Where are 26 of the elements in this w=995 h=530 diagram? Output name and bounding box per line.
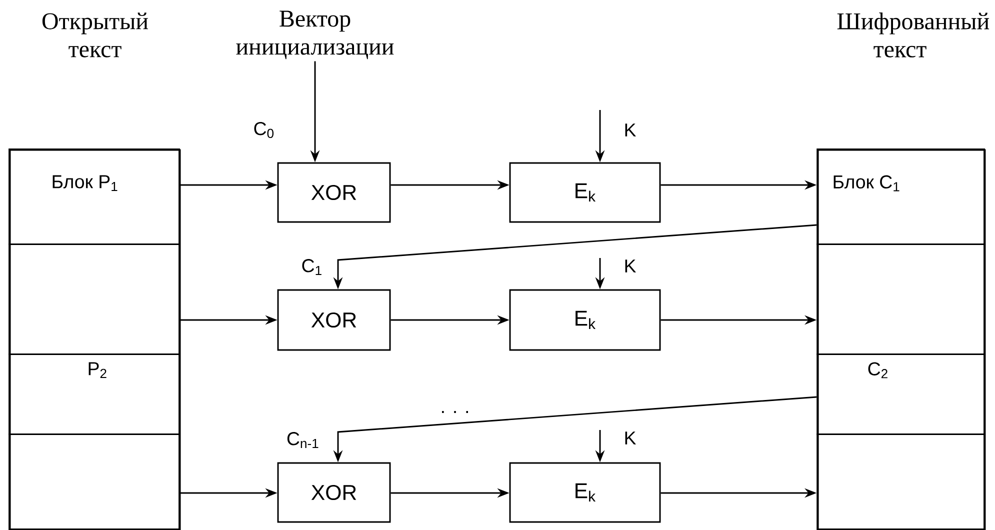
table-cell: Блок P$_{1}$ [8,148,180,245]
table-cell: P$_{2}$ [8,354,180,435]
edge-label: K [625,260,636,272]
column-box [9,149,181,530]
edge-label: K [625,432,636,444]
process-box: E$_{k}$ [509,462,661,523]
heading-text: Открытый текст [42,12,148,58]
heading-text: Вектор инициализации [236,10,394,60]
process-box: XOR [277,289,391,351]
table-cell: Блок C$_{1}$ [816,148,985,245]
process-box: E$_{k}$ [509,162,661,223]
empty-cell [8,434,180,530]
edge-label: K [625,124,636,136]
process-box: XOR [277,162,391,223]
edge-label: C$_{0}$ [254,122,274,138]
empty-cell [816,434,985,530]
ellipsis: . . . [442,411,468,413]
column-box [817,149,986,530]
heading-text: Шифрованный текст [837,12,990,58]
edge-label: C$_{n-1}$ [287,432,318,448]
process-box: XOR [277,462,391,523]
empty-cell [816,244,985,355]
table-cell: C$_{2}$ [816,354,985,435]
process-box: E$_{k}$ [509,289,661,351]
edge-label: C$_{1}$ [302,259,322,275]
empty-cell [8,244,180,355]
